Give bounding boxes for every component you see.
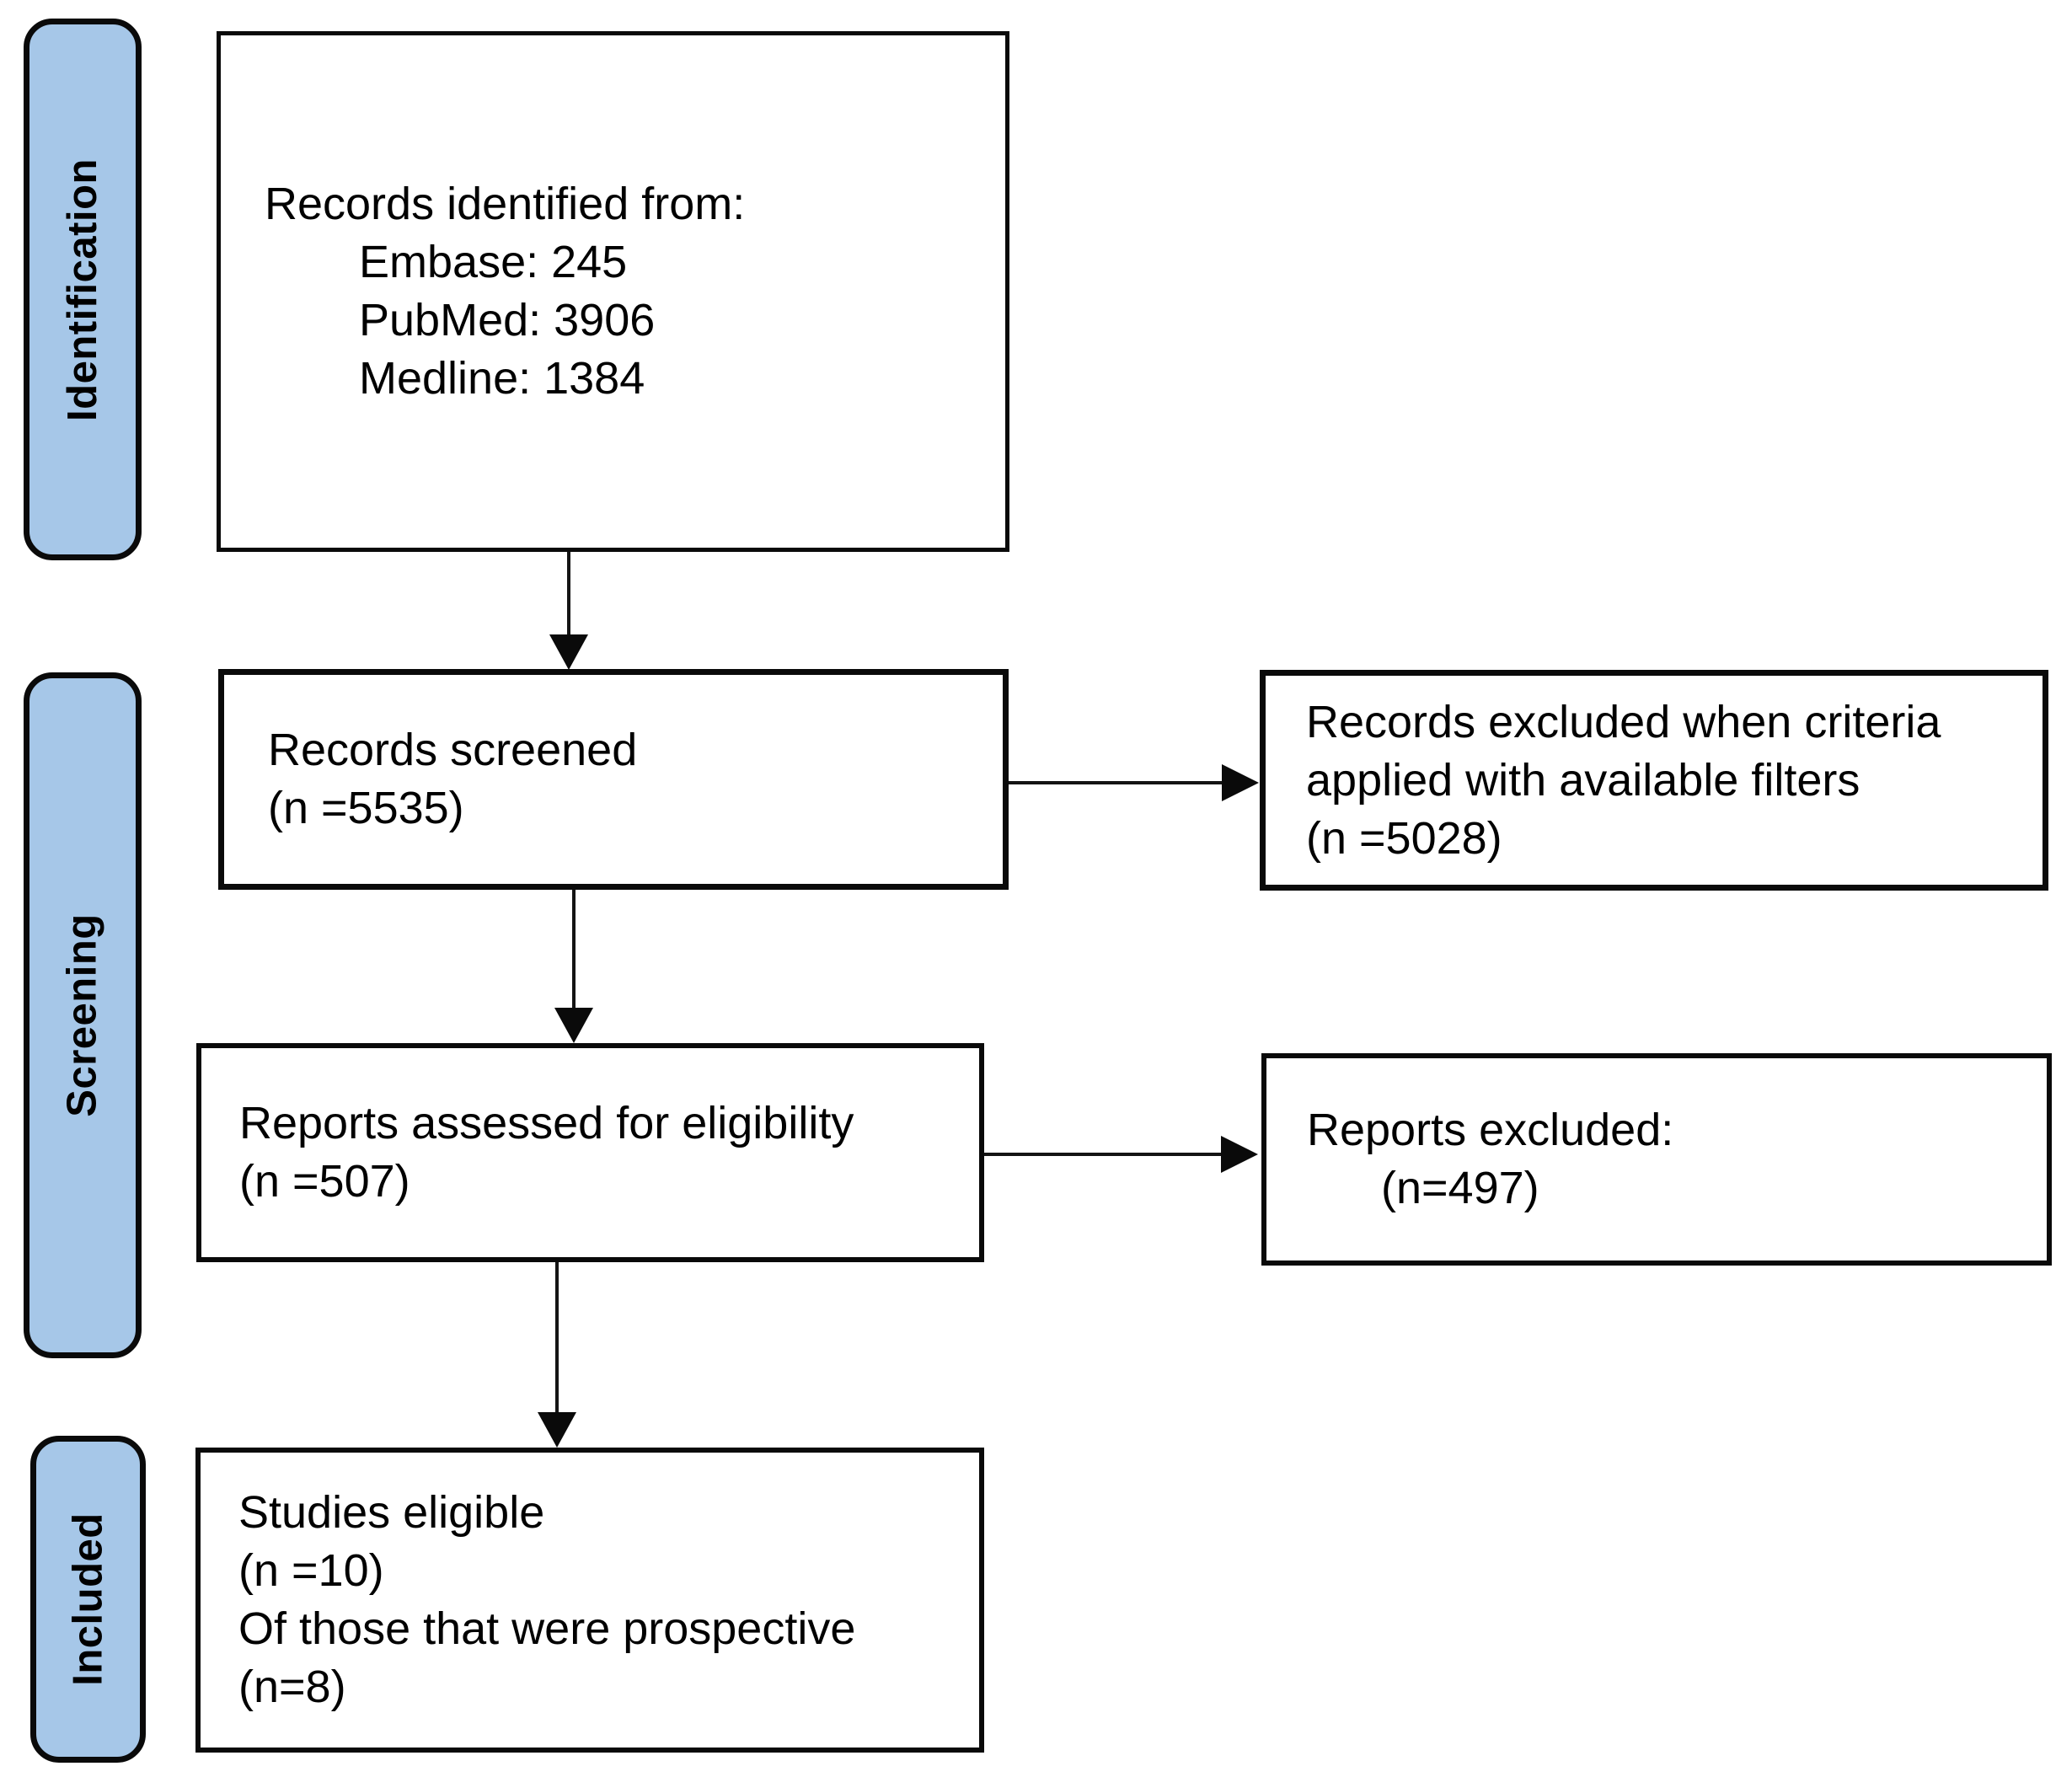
- flow-box-records-excluded: Records excluded when criteria applied w…: [1260, 670, 2048, 891]
- box-line: Reports excluded:: [1307, 1105, 1674, 1155]
- flow-box-reports-excluded: Reports excluded: (n=497): [1261, 1053, 2052, 1266]
- flow-box-records-identified: Records identified from: Embase: 245 Pub…: [217, 31, 1009, 552]
- stage-label-screening: Screening: [60, 913, 106, 1117]
- stage-label-identification: Identification: [60, 158, 106, 421]
- arrow-assessed-to-eligible: [555, 1262, 559, 1414]
- flow-box-studies-eligible: Studies eligible (n =10) Of those that w…: [195, 1448, 984, 1753]
- box-line-count: (n =5028): [1306, 812, 1502, 864]
- arrow-assessed-to-reports-excluded: [984, 1153, 1223, 1156]
- stage-pill-included: Included: [30, 1436, 146, 1763]
- stage-pill-identification: Identification: [24, 19, 142, 560]
- arrowhead-right-icon: [1222, 764, 1259, 801]
- arrowhead-down-icon: [538, 1412, 576, 1448]
- flow-box-records-screened: Records screened (n =5535): [218, 669, 1009, 890]
- arrow-screened-to-assessed: [572, 890, 576, 1009]
- box-line: applied with available filters: [1306, 754, 1861, 806]
- box-line-count: (n =507): [239, 1156, 410, 1207]
- box-line-source-embase: Embase: 245: [359, 237, 628, 287]
- box-line-source-pubmed: PubMed: 3906: [359, 295, 656, 345]
- box-line: Reports assessed for eligibility: [239, 1098, 854, 1148]
- box-line: Studies eligible: [238, 1487, 545, 1538]
- box-line: Records screened: [268, 725, 638, 775]
- stage-label-included: Included: [65, 1512, 111, 1686]
- box-line: Records identified from:: [265, 179, 746, 229]
- box-line: Records excluded when criteria: [1306, 696, 1941, 747]
- box-line-count: (n =5535): [268, 783, 464, 833]
- arrowhead-right-icon: [1221, 1136, 1258, 1173]
- arrowhead-down-icon: [554, 1008, 593, 1043]
- arrowhead-down-icon: [549, 634, 588, 670]
- box-line: Of those that were prospective: [238, 1603, 856, 1654]
- box-line-count: (n=497): [1381, 1163, 1539, 1213]
- box-line-count: (n=8): [238, 1662, 346, 1712]
- flow-box-reports-assessed: Reports assessed for eligibility (n =507…: [196, 1043, 984, 1262]
- arrow-screened-to-excluded: [1009, 781, 1223, 784]
- arrow-identified-to-screened: [567, 552, 570, 637]
- box-line-source-medline: Medline: 1384: [359, 353, 645, 404]
- stage-pill-screening: Screening: [24, 672, 142, 1358]
- box-line-count: (n =10): [238, 1545, 384, 1596]
